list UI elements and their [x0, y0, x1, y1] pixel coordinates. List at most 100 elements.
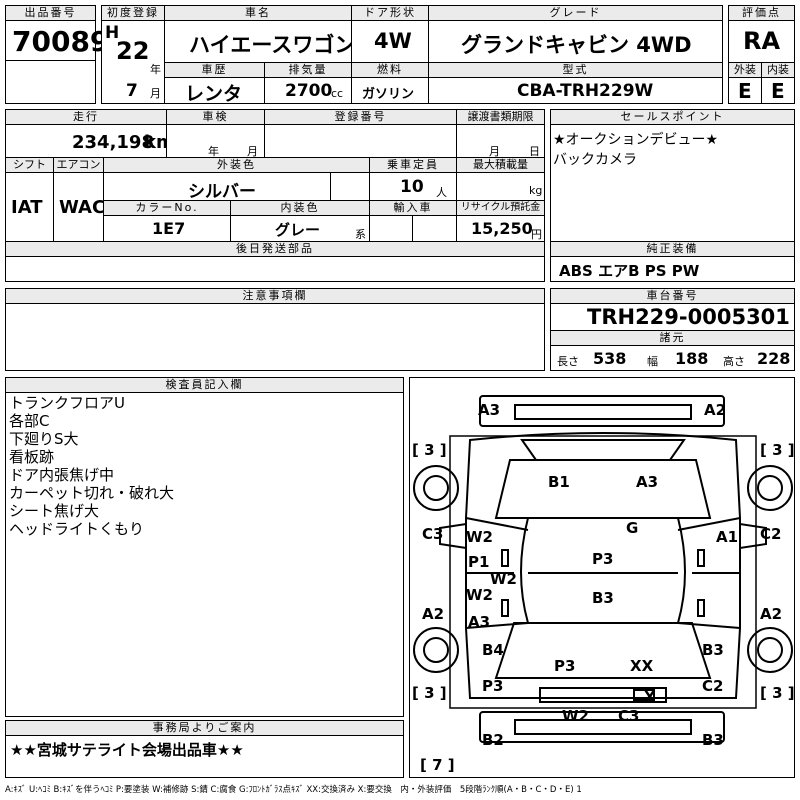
int-color-unit: 系 [355, 228, 366, 241]
damage-bumper-right: B3 [702, 731, 724, 749]
int-color: グレー [275, 221, 321, 239]
reg-month: 7 [126, 81, 138, 101]
transfer-box: 月 日 [456, 124, 545, 158]
grade-box: グランドキャビン 4WD [428, 20, 723, 63]
equip: ABS エアB PS PW [559, 262, 700, 280]
ac-box: WAC [53, 172, 106, 242]
shift: IAT [11, 197, 43, 218]
load-unit: kg [529, 184, 543, 197]
inspector-line-8: ヘッドライトくもり [9, 520, 145, 538]
inspection-box: 年 月 [166, 124, 265, 158]
damage-roof-p3: P3 [592, 550, 614, 568]
load-label: 最大積載量 [456, 157, 545, 173]
model-label: 型式 [428, 62, 723, 78]
equip-label: 純正装備 [550, 241, 795, 257]
damage-rear-w2: W2 [562, 707, 589, 725]
car-outline [413, 395, 793, 743]
capacity-box: 10 人 [369, 172, 457, 201]
damage-right-front-door: A1 [716, 528, 739, 546]
exterior-label: 外装 [728, 62, 762, 78]
equip-box: ABS エアB PS PW [550, 256, 795, 282]
tire-rear-left: [ 3 ] [412, 684, 447, 702]
caution-label: 注意事項欄 [5, 288, 545, 304]
office-label: 事務局よりご案内 [5, 720, 404, 736]
int-color-label: 内装色 [230, 200, 370, 216]
length: 538 [593, 349, 627, 368]
history-box: レンタ [164, 77, 265, 105]
mileage-label: 走行 [5, 109, 167, 125]
fuel: ガソリン [362, 87, 415, 102]
displacement-label: 排気量 [264, 62, 352, 78]
displacement: 2700 [285, 81, 333, 101]
damage-rear-x: X [644, 688, 656, 706]
month-unit: 月 [150, 87, 161, 100]
history-label: 車歴 [164, 62, 265, 78]
sales-label: セールスポイント [550, 109, 795, 125]
tire-front-right: [ 3 ] [760, 441, 795, 459]
mileage: 234,198 [72, 132, 154, 153]
name-label: 車名 [164, 5, 352, 21]
color-label: 外装色 [103, 157, 370, 173]
score: RA [743, 27, 781, 55]
transfer-day-unit: 日 [529, 145, 540, 158]
fuel-box: ガソリン [351, 77, 429, 104]
inspector-box: トランクフロアU 各部C 下廻りS大 看板跡 ドア内張焦げ中 カーペット切れ・破… [5, 392, 404, 717]
sales-line-2: バックカメラ [553, 152, 637, 168]
interior-box: E [761, 77, 795, 104]
reg-no-box [264, 124, 457, 158]
inspector-line-5: ドア内張焦げ中 [9, 466, 115, 484]
int-color-box: グレー 系 [230, 215, 370, 242]
later-parts-label: 後日発送部品 [5, 241, 545, 257]
height: 228 [757, 349, 791, 368]
office-text: ★★宮城サテライト会場出品車★★ [10, 741, 244, 759]
damage-windshield: G [626, 519, 639, 537]
cc-unit: cc [331, 87, 344, 100]
width-label: 幅 [647, 355, 658, 368]
tire-front-left: [ 3 ] [412, 441, 447, 459]
damage-roof-b3: B3 [592, 589, 614, 607]
chassis-box: TRH229-0005301 [550, 303, 795, 331]
tire-rear-right: [ 3 ] [760, 684, 795, 702]
color-divider [330, 172, 370, 201]
damage-hood-right: A3 [636, 473, 659, 491]
year-unit: 年 [150, 63, 161, 76]
reg-no-label: 登録番号 [264, 109, 457, 125]
import-label: 輸入車 [369, 200, 457, 216]
color-no: 1E7 [152, 219, 186, 238]
shift-label: シフト [5, 157, 54, 173]
insp-month-unit: 月 [247, 145, 258, 158]
door-label: ドア形状 [351, 5, 429, 21]
first-reg-label: 初度登録 [101, 5, 165, 21]
interior-label: 内装 [761, 62, 795, 78]
capacity: 10 [400, 177, 424, 197]
import-divider [412, 215, 457, 242]
legend: A:ｷｽﾞ U:ﾍｺﾐ B:ｷｽﾞを伴うﾍｺﾐ P:要塗装 W:補修跡 S:錆 … [5, 785, 582, 795]
damage-left-p3: P3 [482, 677, 504, 695]
history: レンタ [185, 83, 243, 105]
chassis-number: TRH229-0005301 [587, 305, 790, 329]
inspector-line-4: 看板跡 [9, 448, 55, 466]
recycle-box: 15,250 円 [456, 215, 545, 242]
damage-right-b3: B3 [702, 641, 724, 659]
inspector-line-3: 下廻りS大 [9, 430, 79, 448]
shift-box: IAT [5, 172, 54, 242]
lot-label: 出品番号 [5, 5, 96, 21]
exterior: E [738, 79, 752, 103]
lot-number: 70089 [12, 25, 110, 58]
inspector-line-6: カーペット切れ・破れ大 [9, 484, 175, 502]
length-label: 長さ [557, 355, 579, 368]
damage-front-right: A2 [704, 401, 727, 419]
damage-right-fender: C2 [760, 525, 782, 543]
damage-left-rear: A2 [422, 605, 445, 623]
fuel-label: 燃料 [351, 62, 429, 78]
model: CBA-TRH229W [517, 81, 654, 101]
damage-left-door-w2b: W2 [490, 570, 517, 588]
ac: WAC [59, 197, 106, 218]
recycle-label: リサイクル預託金 [456, 200, 545, 216]
inspector-line-7: シート焦げ大 [9, 502, 100, 520]
damage-left-door-w2: W2 [466, 528, 493, 546]
grade-label: グレード [428, 5, 723, 21]
score-box: RA [728, 20, 795, 63]
lot-number-box: 70089 [5, 20, 109, 61]
score-label: 評価点 [728, 5, 795, 21]
